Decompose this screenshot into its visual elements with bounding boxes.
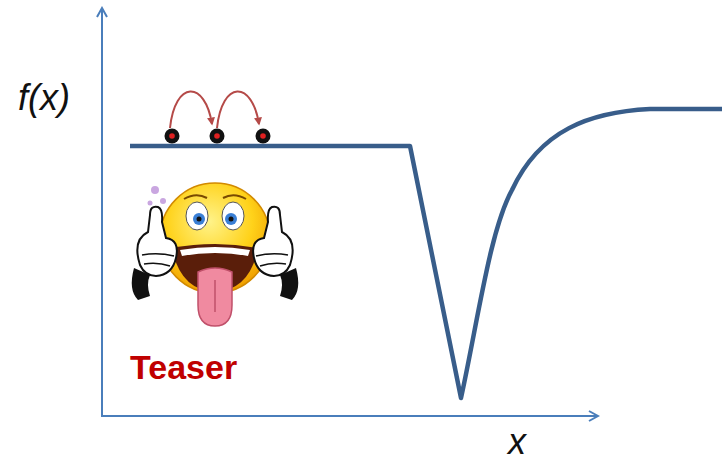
caption-label: Teaser: [130, 350, 237, 384]
hop-arrows: [170, 91, 259, 128]
axis-label: x: [508, 424, 526, 460]
axis-label: f(x): [18, 80, 70, 116]
teaser-emoji: [132, 183, 299, 326]
axes: [101, 8, 598, 416]
function-curve: [130, 109, 722, 398]
dots: [165, 129, 271, 144]
